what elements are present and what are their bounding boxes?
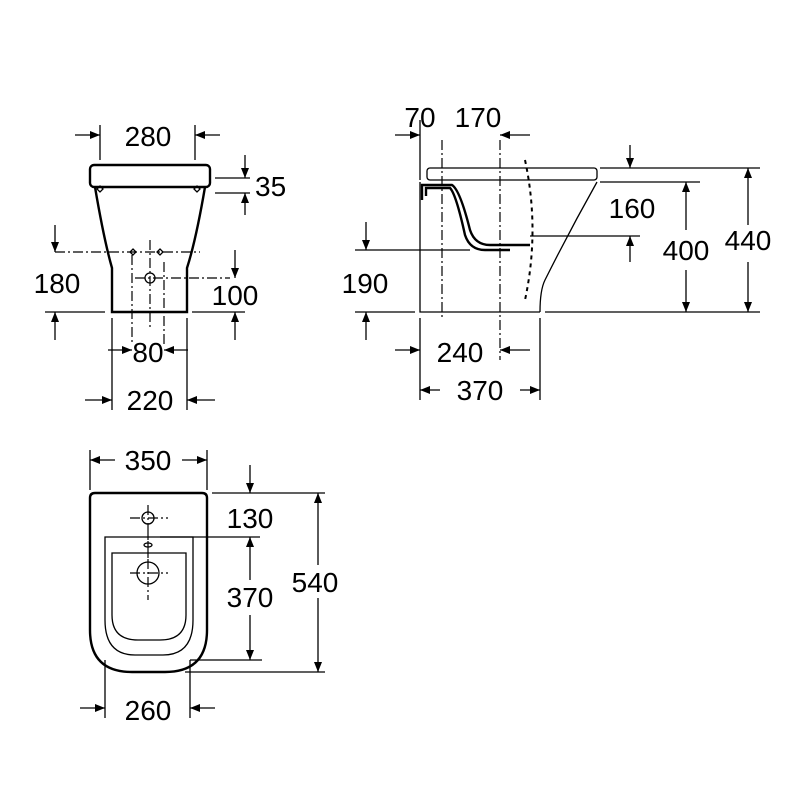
dim-180: 180 <box>34 268 81 299</box>
dim-400: 400 <box>663 235 710 266</box>
dim-220: 220 <box>127 385 174 416</box>
bowl-section <box>420 183 530 252</box>
dim-80: 80 <box>132 337 163 368</box>
dim-260: 260 <box>125 695 172 726</box>
top-view: 350 130 370 540 260 <box>80 445 338 726</box>
seat <box>426 167 598 181</box>
dim-130: 130 <box>227 503 274 534</box>
bowl-outline <box>104 536 194 656</box>
front-rim <box>88 163 212 189</box>
dim-70: 70 <box>404 102 435 133</box>
side-body <box>419 181 598 313</box>
fixing-holes <box>96 185 201 256</box>
dim-370-bowl: 370 <box>227 582 274 613</box>
front-view: 280 35 180 100 80 220 <box>34 121 287 416</box>
top-outline <box>88 491 209 674</box>
dim-190: 190 <box>342 268 389 299</box>
dim-440: 440 <box>725 225 772 256</box>
dim-370-depth: 370 <box>457 375 504 406</box>
dim-280: 280 <box>125 121 172 152</box>
dim-540: 540 <box>292 567 339 598</box>
dim-240: 240 <box>437 337 484 368</box>
side-view: 70 170 160 400 440 190 240 370 <box>342 102 772 406</box>
dim-350: 350 <box>125 445 172 476</box>
dim-35: 35 <box>255 171 286 202</box>
dim-100: 100 <box>212 280 259 311</box>
dim-160: 160 <box>609 193 656 224</box>
dim-170: 170 <box>455 102 502 133</box>
